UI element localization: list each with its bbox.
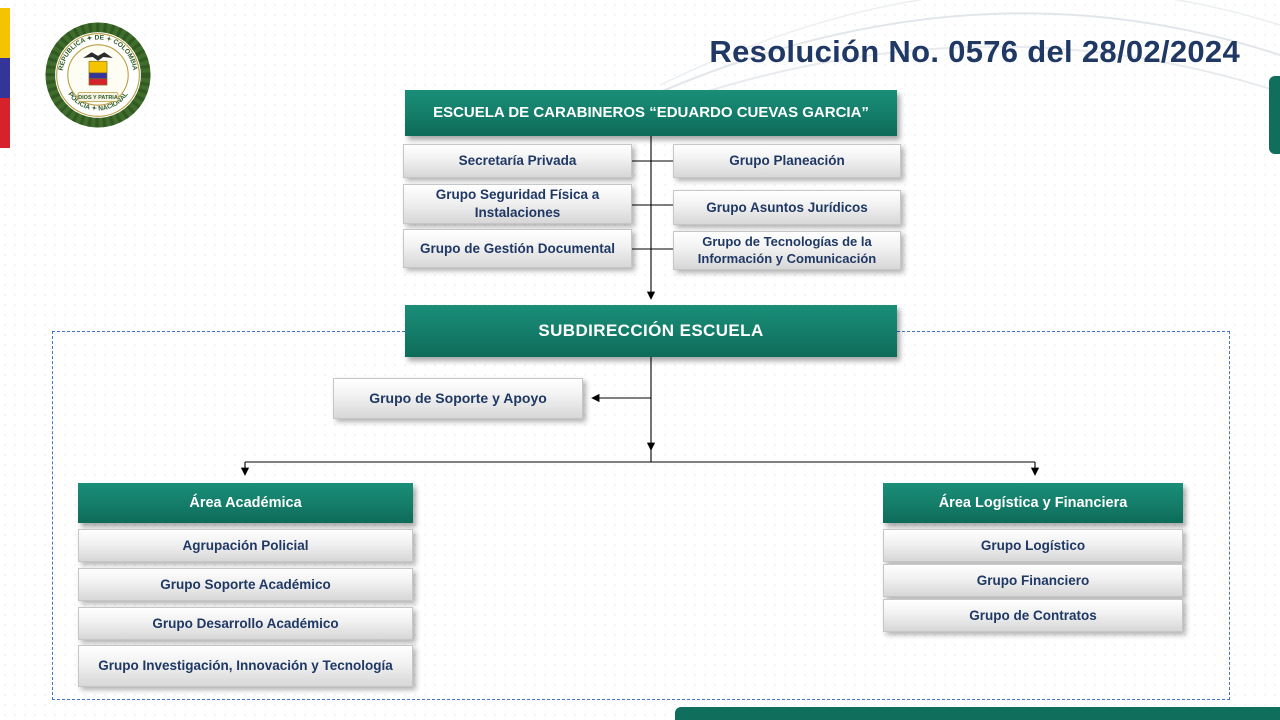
area-logistica-header: Área Logística y Financiera [883,483,1183,523]
org-box-secretaria-privada: Secretaría Privada [403,144,632,178]
policia-nacional-logo: REPUBLICA ✦ DE ✦ COLOMBIA POLICIA ✦ NACI… [45,22,151,128]
wreath-texture [45,22,151,128]
motto-text: DIOS Y PATRIA [78,95,118,101]
flag-stripe-red [0,98,10,148]
org-box-desarrollo-academico: Grupo Desarrollo Académico [78,607,413,640]
motto-ribbon [77,92,119,102]
org-box-grupo-logistico: Grupo Logístico [883,529,1183,562]
org-box-investigacion-innovacion: Grupo Investigación, Innovación y Tecnol… [78,645,413,687]
org-box-escuela-carabineros: ESCUELA DE CARABINEROS “EDUARDO CUEVAS G… [405,90,897,136]
bottom-accent-bar [675,707,1280,720]
org-box-grupo-financiero: Grupo Financiero [883,564,1183,597]
org-box-seguridad-fisica-instalaciones: Grupo Seguridad Física a Instalaciones [403,184,632,224]
condor-icon [83,52,113,61]
org-box-grupo-contratos: Grupo de Contratos [883,599,1183,632]
org-box-tecnologias-informacion: Grupo de Tecnologías de la Información y… [673,231,901,270]
shield-icon [88,60,108,86]
org-box-subdireccion-escuela: SUBDIRECCIÓN ESCUELA [405,305,897,357]
org-box-gestion-documental: Grupo de Gestión Documental [403,229,632,268]
flag-stripe-yellow [0,8,10,58]
org-box-soporte-academico: Grupo Soporte Académico [78,568,413,601]
right-edge-accent-bar [1269,76,1280,154]
policia-nacional-emblem-svg: REPUBLICA ✦ DE ✦ COLOMBIA POLICIA ✦ NACI… [45,22,151,128]
org-box-soporte-apoyo: Grupo de Soporte y Apoyo [333,378,583,419]
org-box-agrupacion-policial: Agrupación Policial [78,529,413,562]
org-box-asuntos-juridicos: Grupo Asuntos Jurídicos [673,190,901,225]
org-box-grupo-planeacion: Grupo Planeación [673,144,901,178]
area-academica-header: Área Académica [78,483,413,523]
flag-stripe-blue [0,58,10,98]
page-title: Resolución No. 0576 del 28/02/2024 [709,34,1240,69]
